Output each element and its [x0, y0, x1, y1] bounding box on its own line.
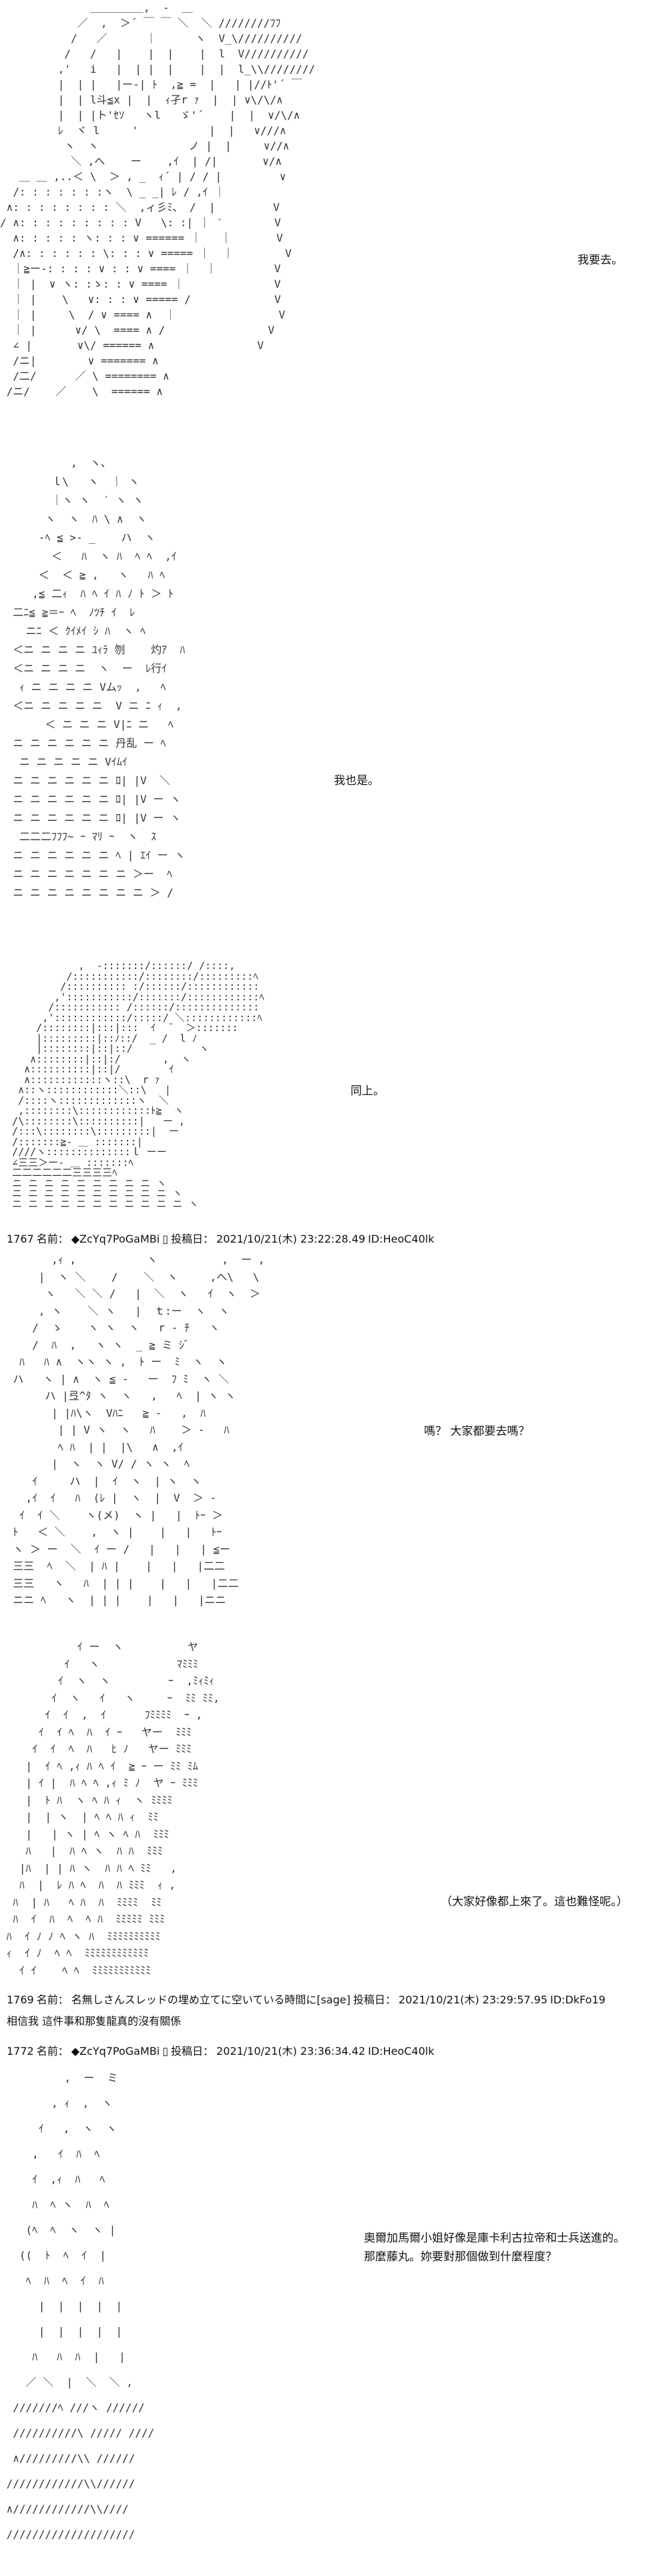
- ascii-art-figure-1: ＿＿＿＿＿, - ＿ ／ , ＞´ ￣ ￣ ＼ ＼ ////////ﾌﾌ / ／…: [0, 1, 316, 398]
- post-body-1769: 相信我 這件事和那隻龍真的沒有關係: [7, 2015, 182, 2027]
- panel-2: , ヽ、 ｌ\ ヽ ｜ ヽ ｜ヽ ヽ ′ ヽ ヽ ヽ ヽ ﾊ \ ∧ ヽ -ﾍ …: [0, 427, 667, 961]
- post-date: 2021/10/21(木) 23:36:34.42: [216, 2045, 366, 2057]
- post-id: ID:HeoC40lk: [368, 1233, 435, 1245]
- speech-line-2: 我也是。: [334, 774, 379, 787]
- speech-line-4: 嗎？ 大家都要去嗎？: [424, 1425, 530, 1438]
- post-number: 1767: [7, 1233, 34, 1245]
- post-name: 名無しさんスレッドの埋め立てに空いている時間に[sage]: [71, 1993, 351, 2006]
- panel-3: , -:::::::/::::::/ /::::, /:::::::::::/:…: [0, 961, 667, 1221]
- post-date-label: 投稿日：: [171, 1233, 214, 1245]
- post-mark: ▯: [162, 2045, 169, 2057]
- post-name-label: 名前：: [36, 2045, 69, 2057]
- speech-line-1: 我要去。: [578, 254, 623, 267]
- ascii-art-figure-2: , ヽ、 ｌ\ ヽ ｜ ヽ ｜ヽ ヽ ′ ヽ ヽ ヽ ヽ ﾊ \ ∧ ヽ -ﾍ …: [13, 456, 186, 899]
- ascii-art-figure-4: ,ｨ , ヽ , ー , | ヽ ＼ / ＼ ヽ ,ヘ\ \ ヽ ＼ ＼ / |…: [13, 1253, 265, 1606]
- post-date-label: 投稿日：: [171, 2045, 214, 2057]
- post-id: ID:HeoC40lk: [368, 2045, 435, 2057]
- post-trip: ◆ZcYq7PoGaMBi: [71, 2045, 160, 2057]
- speech-line-3: 同上。: [351, 1084, 385, 1098]
- ascii-art-figure-3: , -:::::::/::::::/ /::::, /:::::::::::/:…: [12, 961, 264, 1210]
- ascii-art-figure-6: , ー ミ , ｨ , ヽ ｲ , ヽ ヽ , ｲ ﾊ ﾍ ｲ ,ｨ ﾊ ﾍ ﾊ…: [6, 2071, 155, 2541]
- post-mark: ▯: [162, 1233, 169, 1245]
- speech-line-5: （大家好像都上來了。這也難怪呢。）: [441, 1895, 628, 1909]
- panel-5: ｲ ー ヽ ヤ ｲ ヽ ﾏﾐﾐﾐ ｲ ヽ ヽ ｰ ,ﾐｨﾐｨ ｲ ヽ ｲ ヽ ｰ…: [0, 1638, 667, 1985]
- speech-line-6b: 那麼藤丸。妳要對那個做到什麼程度？: [364, 2250, 557, 2264]
- speech-block-6: 奧爾加馬爾小姐好像是庫卡利古拉帝和士兵送進的。 那麼藤丸。妳要對那個做到什麼程度…: [364, 2229, 625, 2266]
- post-name-label: 名前：: [36, 1993, 69, 2006]
- post-date: 2021/10/21(木) 23:29:57.95: [398, 1993, 548, 2006]
- panel-6: , ー ミ , ｨ , ヽ ｲ , ヽ ヽ , ｲ ﾊ ﾍ ｲ ,ｨ ﾊ ﾍ ﾊ…: [0, 2065, 667, 2576]
- post-name-label: 名前：: [36, 1233, 69, 1245]
- panel-4: ,ｨ , ヽ , ー , | ヽ ＼ / ＼ ヽ ,ヘ\ \ ヽ ＼ ＼ / |…: [0, 1251, 667, 1625]
- post-date-label: 投稿日：: [353, 1993, 396, 2006]
- post-id: ID:DkFo19: [550, 1993, 606, 2006]
- panel-1: ＿＿＿＿＿, - ＿ ／ , ＞´ ￣ ￣ ＼ ＼ ////////ﾌﾌ / ／…: [0, 0, 667, 427]
- post-number: 1772: [7, 2045, 34, 2057]
- post-date: 2021/10/21(木) 23:22:28.49: [216, 1233, 366, 1245]
- speech-line-6a: 奧爾加馬爾小姐好像是庫卡利古拉帝和士兵送進的。: [364, 2232, 625, 2245]
- post-trip: ◆ZcYq7PoGaMBi: [71, 1233, 160, 1245]
- ascii-art-figure-5: ｲ ー ヽ ヤ ｲ ヽ ﾏﾐﾐﾐ ｲ ヽ ヽ ｰ ,ﾐｨﾐｨ ｲ ヽ ｲ ヽ ｰ…: [6, 1640, 220, 1977]
- post-number: 1769: [7, 1993, 34, 2006]
